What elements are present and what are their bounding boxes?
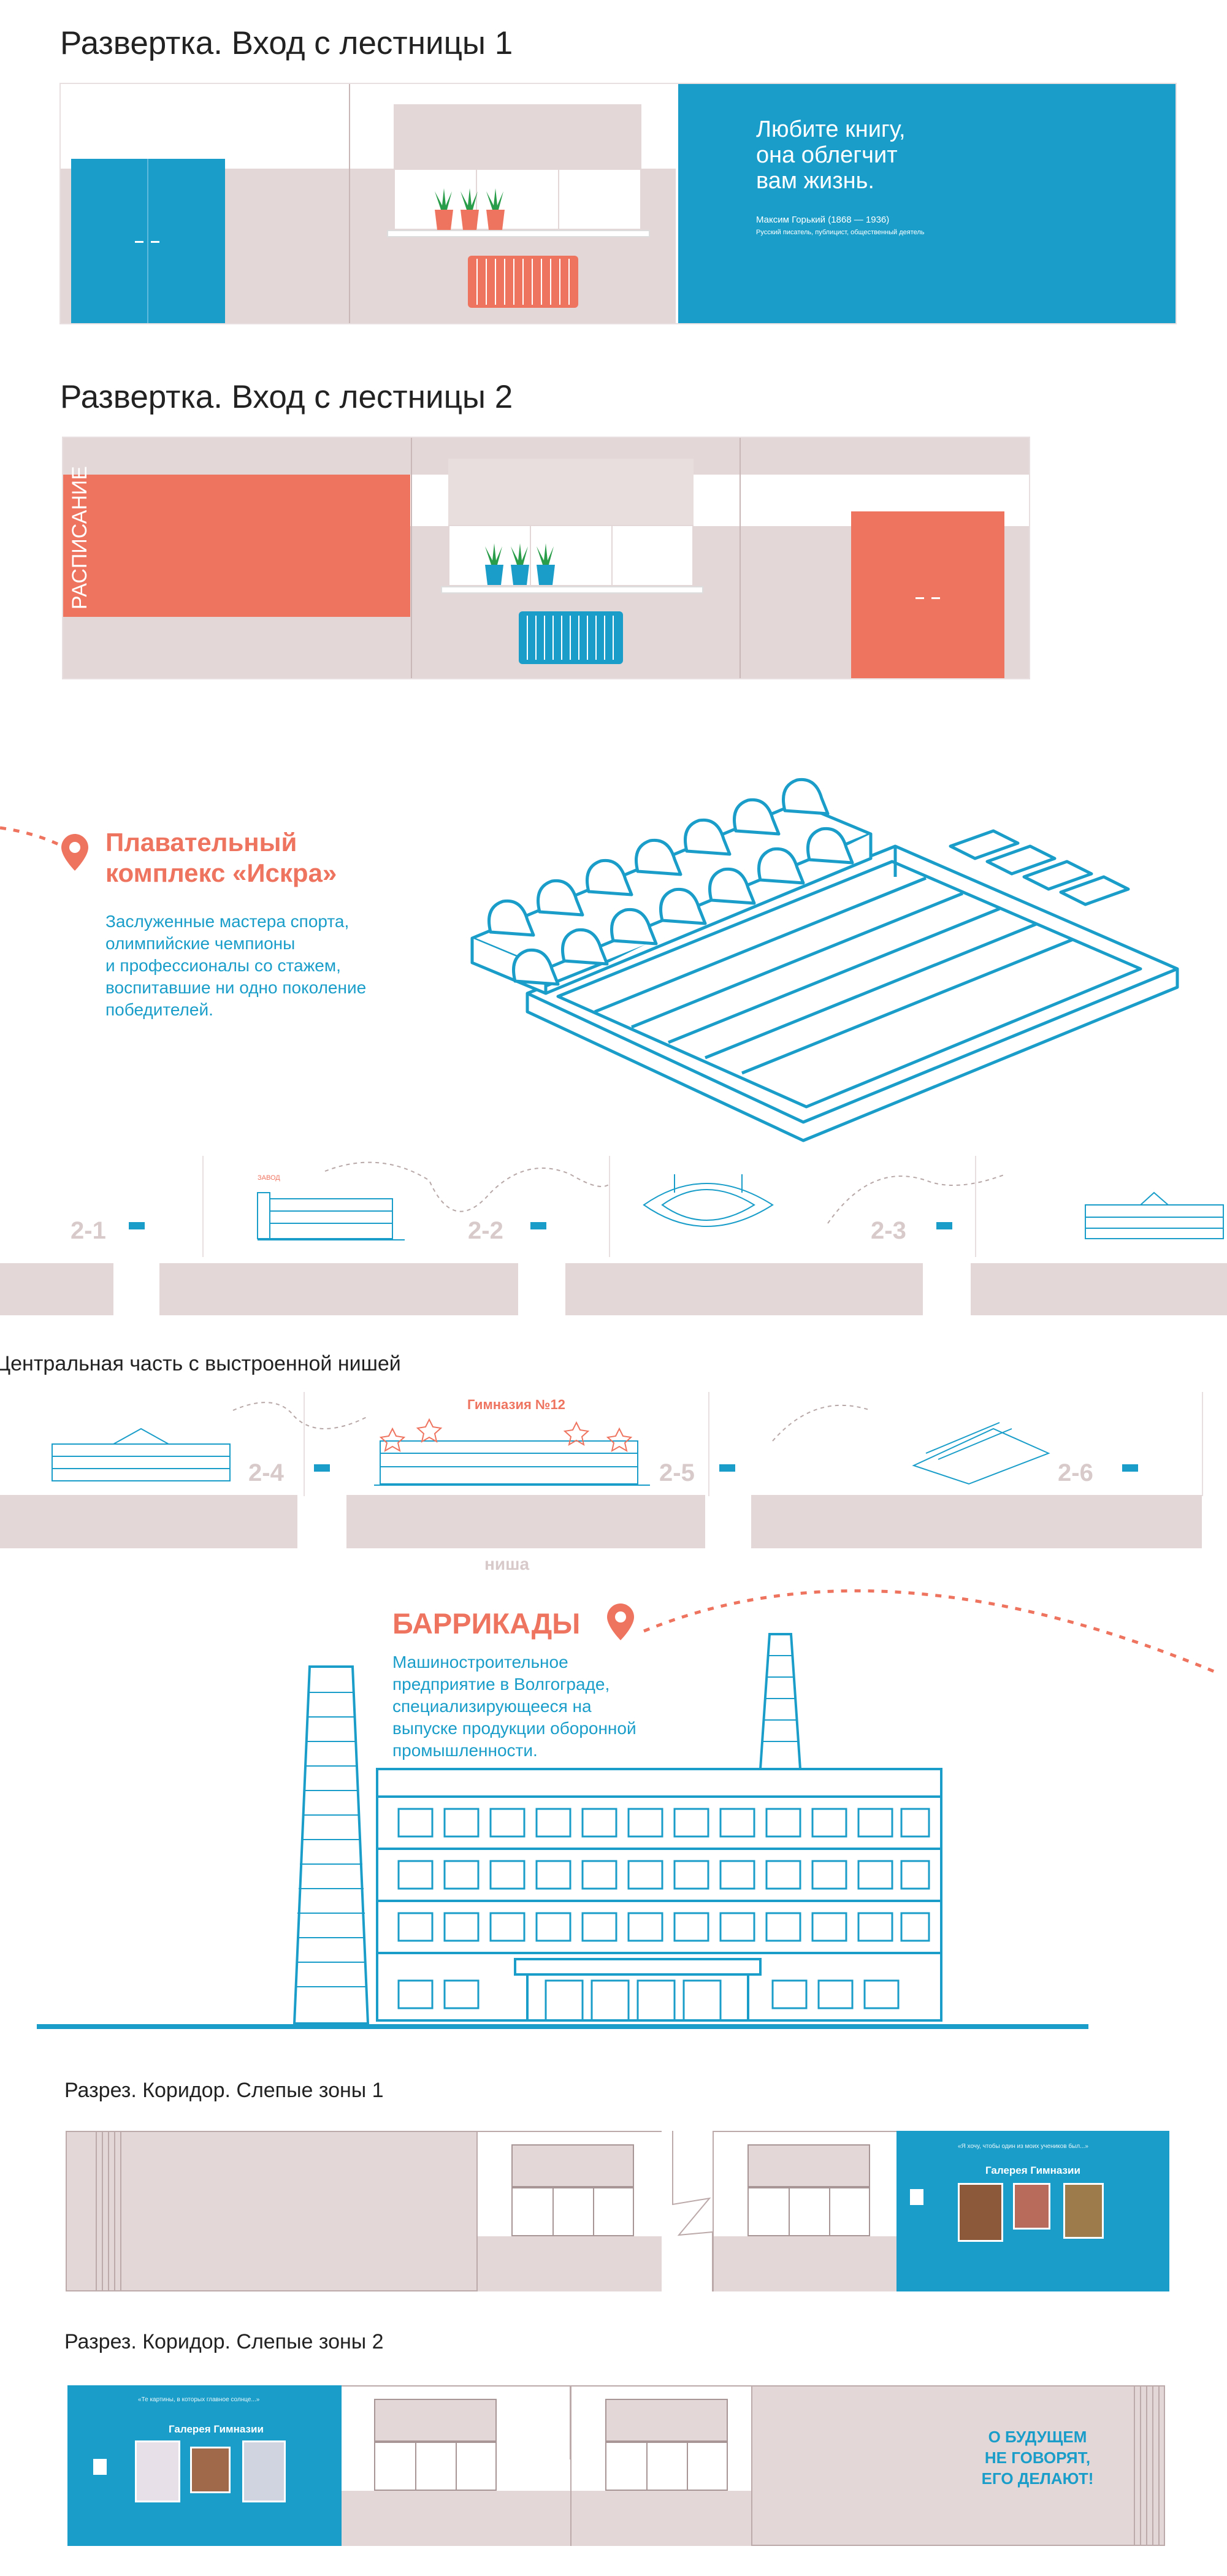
gallery-panel: «Я хочу, чтобы один из моих учеников был… [896, 2131, 1169, 2291]
stadium-illustration [643, 1174, 774, 1227]
zone-label: 2-5 [659, 1459, 695, 1486]
barricades-body-line-4: выпуске продукции оборонной [392, 1719, 636, 1738]
schedule-board: РАСПИСАНИЕ [63, 466, 410, 617]
window [511, 2144, 634, 2187]
quote-line-2: она облегчит [756, 142, 898, 168]
window [374, 2399, 497, 2442]
route-dashed-line [324, 1161, 1006, 1224]
niche-label: ниша [484, 1554, 530, 1573]
location-pin-icon [61, 834, 88, 871]
window [605, 2399, 728, 2442]
gallery-photo [135, 2440, 180, 2502]
wall-panel-lines [1134, 2385, 1160, 2546]
iskra-title-line-1: Плавательный [105, 828, 297, 857]
zone-label: 2-4 [248, 1459, 284, 1486]
window [747, 2144, 870, 2187]
iskra-body-line-4: воспитавшие ни одно поколение [105, 978, 367, 997]
barricades-body-line-3: специализирующееся на [392, 1697, 592, 1716]
entrance2-title: Развертка. Вход с лестницы 2 [60, 379, 513, 415]
window [394, 104, 641, 169]
building-illustration [52, 1428, 231, 1481]
gallery-panel: «Те картины, в которых главное солнце...… [67, 2385, 342, 2546]
gallery-photo [958, 2183, 1003, 2242]
zone-label: 2-3 [871, 1217, 906, 1244]
gallery-photo [1013, 2183, 1050, 2230]
route-dashed-line [643, 1589, 1221, 1676]
zone-label: 2-6 [1058, 1459, 1093, 1486]
factory-illustration [37, 1633, 1088, 2029]
gallery-title: Галерея Гимназии [169, 2423, 264, 2435]
barricades-body-line-1: Машиностроительное [392, 1653, 568, 1672]
quote-author: Максим Горький (1868 — 1936) [756, 215, 890, 225]
logo-icon [910, 2189, 923, 2205]
slogan-line-1: О БУДУЩЕМ [988, 2428, 1087, 2446]
gallery-photo [190, 2447, 231, 2493]
iskra-title-line-2: комплекс «Искра» [105, 858, 337, 887]
building-illustration [257, 1192, 405, 1240]
gallery-photo [1063, 2183, 1104, 2239]
zone-label: 2-2 [468, 1217, 503, 1244]
door [851, 511, 1004, 678]
corridor2-title: Разрез. Коридор. Слепые зоны 2 [64, 2330, 384, 2353]
corridor-strip-1: 2-1 2-2 2-3 ЗАВОД [0, 1156, 1227, 1315]
entrance1-title: Развертка. Вход с лестницы 1 [60, 25, 513, 61]
barricades-body-line-2: предприятие в Волгограде, [392, 1675, 610, 1694]
barricades-title: БАРРИКАДЫ [392, 1607, 581, 1640]
gymnasium-illustration [374, 1418, 650, 1486]
logo-icon [93, 2459, 107, 2475]
iskra-body-line-2: олимпийские чемпионы [105, 934, 296, 953]
building-illustration [1085, 1191, 1224, 1239]
slogan-line-3: ЕГО ДЕЛАЮТ! [981, 2469, 1094, 2488]
entrance1-elevation: Любите книгу, она облегчит вам жизнь. Ма… [59, 83, 1177, 324]
slogan-line-2: НЕ ГОВОРЯТ, [984, 2448, 1091, 2467]
zone-label: 2-1 [71, 1217, 106, 1244]
radiator-icon [519, 611, 623, 664]
quote-line-3: вам жизнь. [756, 168, 874, 194]
pool-mini-illustration [912, 1422, 1050, 1485]
central-title: Центральная часть с выстроенной нишей [0, 1352, 401, 1375]
quote-panel: Любите книгу, она облегчит вам жизнь. Ма… [678, 84, 1175, 323]
entrance2-elevation: РАСПИСАНИЕ [62, 437, 1030, 679]
radiator-icon [468, 256, 578, 308]
window [448, 459, 694, 525]
iskra-body-line-3: и профессионалы со стажем, [105, 956, 341, 975]
corridor2-section: «Те картины, в которых главное солнце...… [67, 2385, 1165, 2546]
route-dashed-line [232, 1402, 871, 1442]
gallery-photo [242, 2440, 286, 2502]
swimming-pool-illustration [470, 778, 1179, 1142]
location-pin-icon [607, 1603, 634, 1640]
quote-line-1: Любите книгу, [756, 117, 906, 142]
iskra-body-line-1: Заслуженные мастера спорта, [105, 912, 350, 931]
gallery-title: Галерея Гимназии [985, 2165, 1080, 2176]
corridor1-section: «Я хочу, чтобы один из моих учеников был… [66, 2131, 1169, 2291]
gymnasium-label: Гимназия №12 [467, 1397, 565, 1412]
corridor1-title: Разрез. Коридор. Слепые зоны 1 [64, 2079, 384, 2102]
corridor-strip-2: 2-4 2-5 2-6 Гимназия №12 [0, 1392, 1227, 1573]
schedule-label: РАСПИСАНИЕ [68, 466, 91, 610]
wall-panel-lines [96, 2131, 121, 2291]
barricades-body-line-5: промышленности. [392, 1741, 538, 1760]
quote-author-desc: Русский писатель, публицист, общественны… [756, 229, 925, 236]
door [71, 159, 225, 323]
iskra-body-line-5: победителей. [105, 1000, 213, 1019]
plant-pots-icon [485, 543, 555, 585]
plant-pots-icon [435, 188, 505, 230]
